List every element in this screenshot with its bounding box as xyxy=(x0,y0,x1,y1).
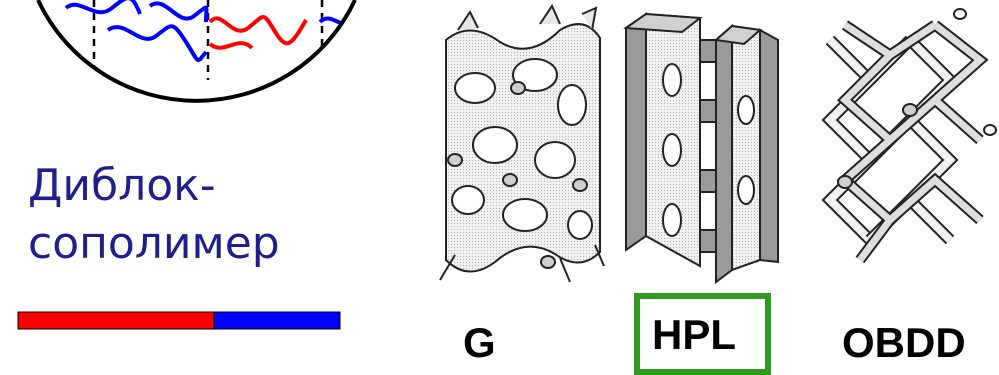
highlight-box xyxy=(634,293,771,375)
block-a xyxy=(17,311,215,330)
copolymer-label-line2: сополимер xyxy=(28,218,280,269)
copolymer-label-line1: Диблок- xyxy=(28,160,216,211)
chain-blue xyxy=(64,0,142,15)
chain-blue xyxy=(148,1,209,23)
melt-circle xyxy=(36,0,357,103)
block-b xyxy=(213,311,341,330)
chain-red xyxy=(208,41,254,50)
chain-blue xyxy=(106,24,208,62)
diblock-bar xyxy=(17,311,341,330)
double-diamond-structure xyxy=(821,8,997,264)
perforated-lamellae-structure xyxy=(623,12,779,284)
melt-circle-outline xyxy=(36,0,357,103)
phase-label-gyroid: G xyxy=(463,319,496,366)
chain-red xyxy=(208,15,308,46)
phase-label-double-diamond: OBDD xyxy=(842,319,966,366)
gyroid-structure xyxy=(439,3,605,283)
phase-label-perforated-lamellae: HPL xyxy=(652,311,736,358)
chain-blue xyxy=(318,16,355,26)
